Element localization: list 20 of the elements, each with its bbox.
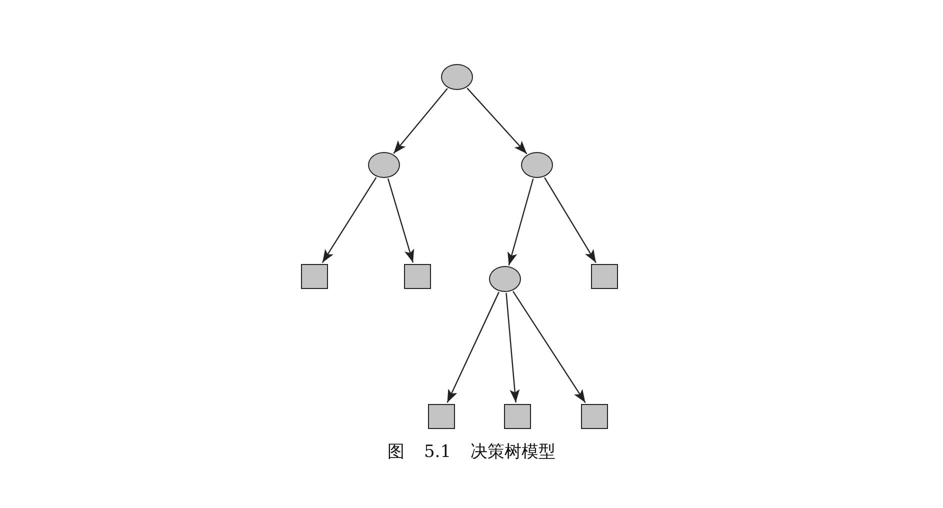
- decision-ellipse: [521, 152, 553, 178]
- figure-caption: 图 5.1 决策树模型: [388, 442, 556, 462]
- leaf-square: [590, 264, 618, 288]
- arrow: [393, 88, 448, 154]
- leaf-square: [300, 264, 328, 288]
- leaf-square: [428, 404, 454, 428]
- arrow: [506, 292, 520, 403]
- arrow: [322, 177, 377, 263]
- leaf-square: [580, 404, 608, 428]
- arrow: [508, 178, 534, 266]
- arrow: [512, 291, 586, 403]
- decision-ellipse: [489, 266, 521, 292]
- leaf-square: [504, 404, 530, 428]
- decision-ellipse: [368, 152, 400, 178]
- arrow: [387, 178, 414, 263]
- arrow: [544, 177, 596, 263]
- arrow: [446, 292, 500, 403]
- arrow: [466, 88, 528, 154]
- leaf-square: [404, 264, 430, 288]
- decision-ellipse: [441, 64, 473, 90]
